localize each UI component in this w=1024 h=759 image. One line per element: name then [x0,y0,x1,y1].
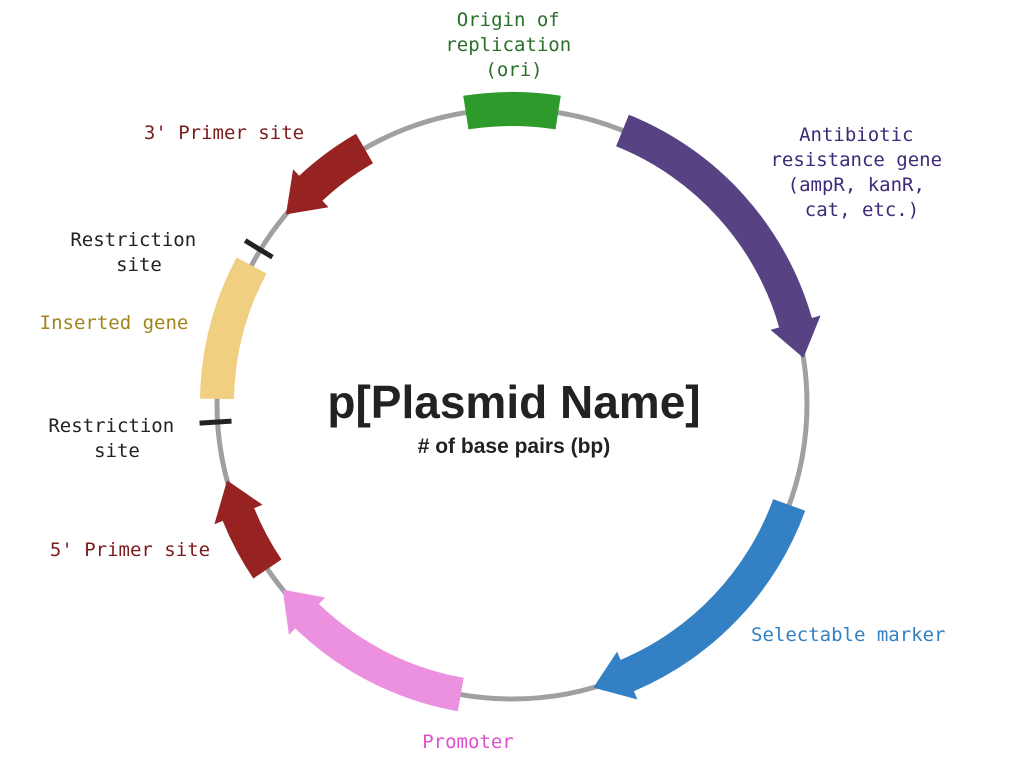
restriction-site-marker-rs2 [199,418,232,426]
label-promoter: Promoter [422,731,514,753]
plasmid-size: # of base pairs (bp) [418,435,611,458]
label-selectable-marker: Selectable marker [751,624,945,646]
feature-layer [200,91,821,712]
restriction-site-layer [199,238,274,426]
label-ori: Origin of replication (ori) [445,9,582,81]
feature-primer5 [214,480,282,579]
label-5-primer-site: 5' Primer site [50,539,210,561]
restriction-site-marker-rs1 [243,238,274,260]
label-3-primer-site: 3' Primer site [144,122,304,144]
feature-selectable [593,499,806,700]
feature-ori [463,91,561,130]
label-antibiotic-resistance: Antibiotic resistance gene (ampR, kanR, … [770,124,953,221]
feature-inserted [200,257,267,400]
label-inserted-gene: Inserted gene [40,312,189,334]
plasmid-name: p[Plasmid Name] [327,376,700,428]
label-restriction-site-upper: Restriction site [70,229,207,276]
label-restriction-site-lower: Restriction site [48,415,185,462]
feature-promoter [282,589,464,712]
feature-antibiotic [616,114,821,358]
feature-primer3 [286,133,373,215]
